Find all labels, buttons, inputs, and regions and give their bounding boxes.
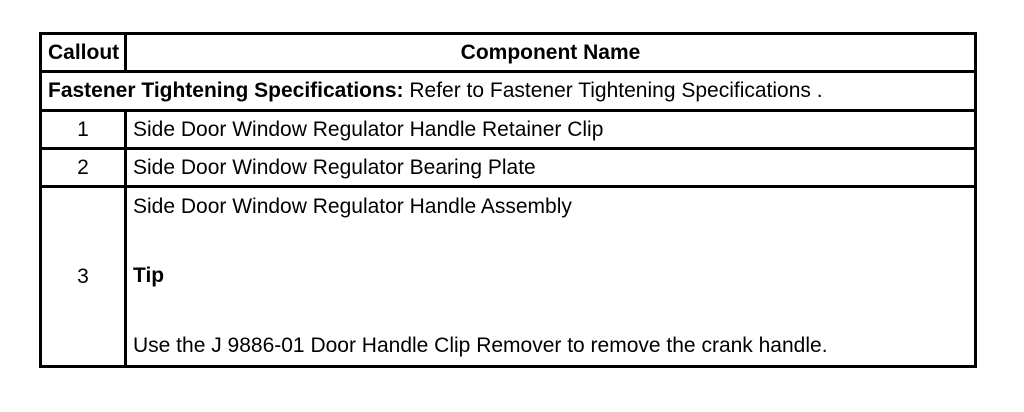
tip-text: Use the J 9886-01 Door Handle Clip Remov… <box>133 334 828 357</box>
fastener-spec-cell: Fastener Tightening Specifications: Refe… <box>39 70 977 112</box>
fastener-spec-text: Refer to Fastener Tightening Specificati… <box>403 79 823 102</box>
callout-number: 1 <box>39 109 127 150</box>
table-row: 3 Side Door Window Regulator Handle Asse… <box>39 185 977 368</box>
table-row: 1 Side Door Window Regulator Handle Reta… <box>39 109 977 150</box>
fastener-spec-label: Fastener Tightening Specifications: <box>48 79 404 102</box>
callout-number: 3 <box>39 185 127 368</box>
component-name: Side Door Window Regulator Bearing Plate <box>124 147 977 188</box>
table-row: 2 Side Door Window Regulator Bearing Pla… <box>39 147 977 188</box>
component-name: Side Door Window Regulator Handle Retain… <box>124 109 977 150</box>
component-table: Callout Component Name Fastener Tighteni… <box>39 32 977 368</box>
table-header-row: Callout Component Name <box>39 32 977 73</box>
fastener-spec-row: Fastener Tightening Specifications: Refe… <box>39 70 977 112</box>
header-callout: Callout <box>39 32 127 73</box>
callout-number: 2 <box>39 147 127 188</box>
tip-label: Tip <box>133 264 165 287</box>
header-component-name: Component Name <box>124 32 977 73</box>
component-name: Side Door Window Regulator Handle Assemb… <box>133 195 572 218</box>
component-description: Side Door Window Regulator Handle Assemb… <box>124 185 977 368</box>
